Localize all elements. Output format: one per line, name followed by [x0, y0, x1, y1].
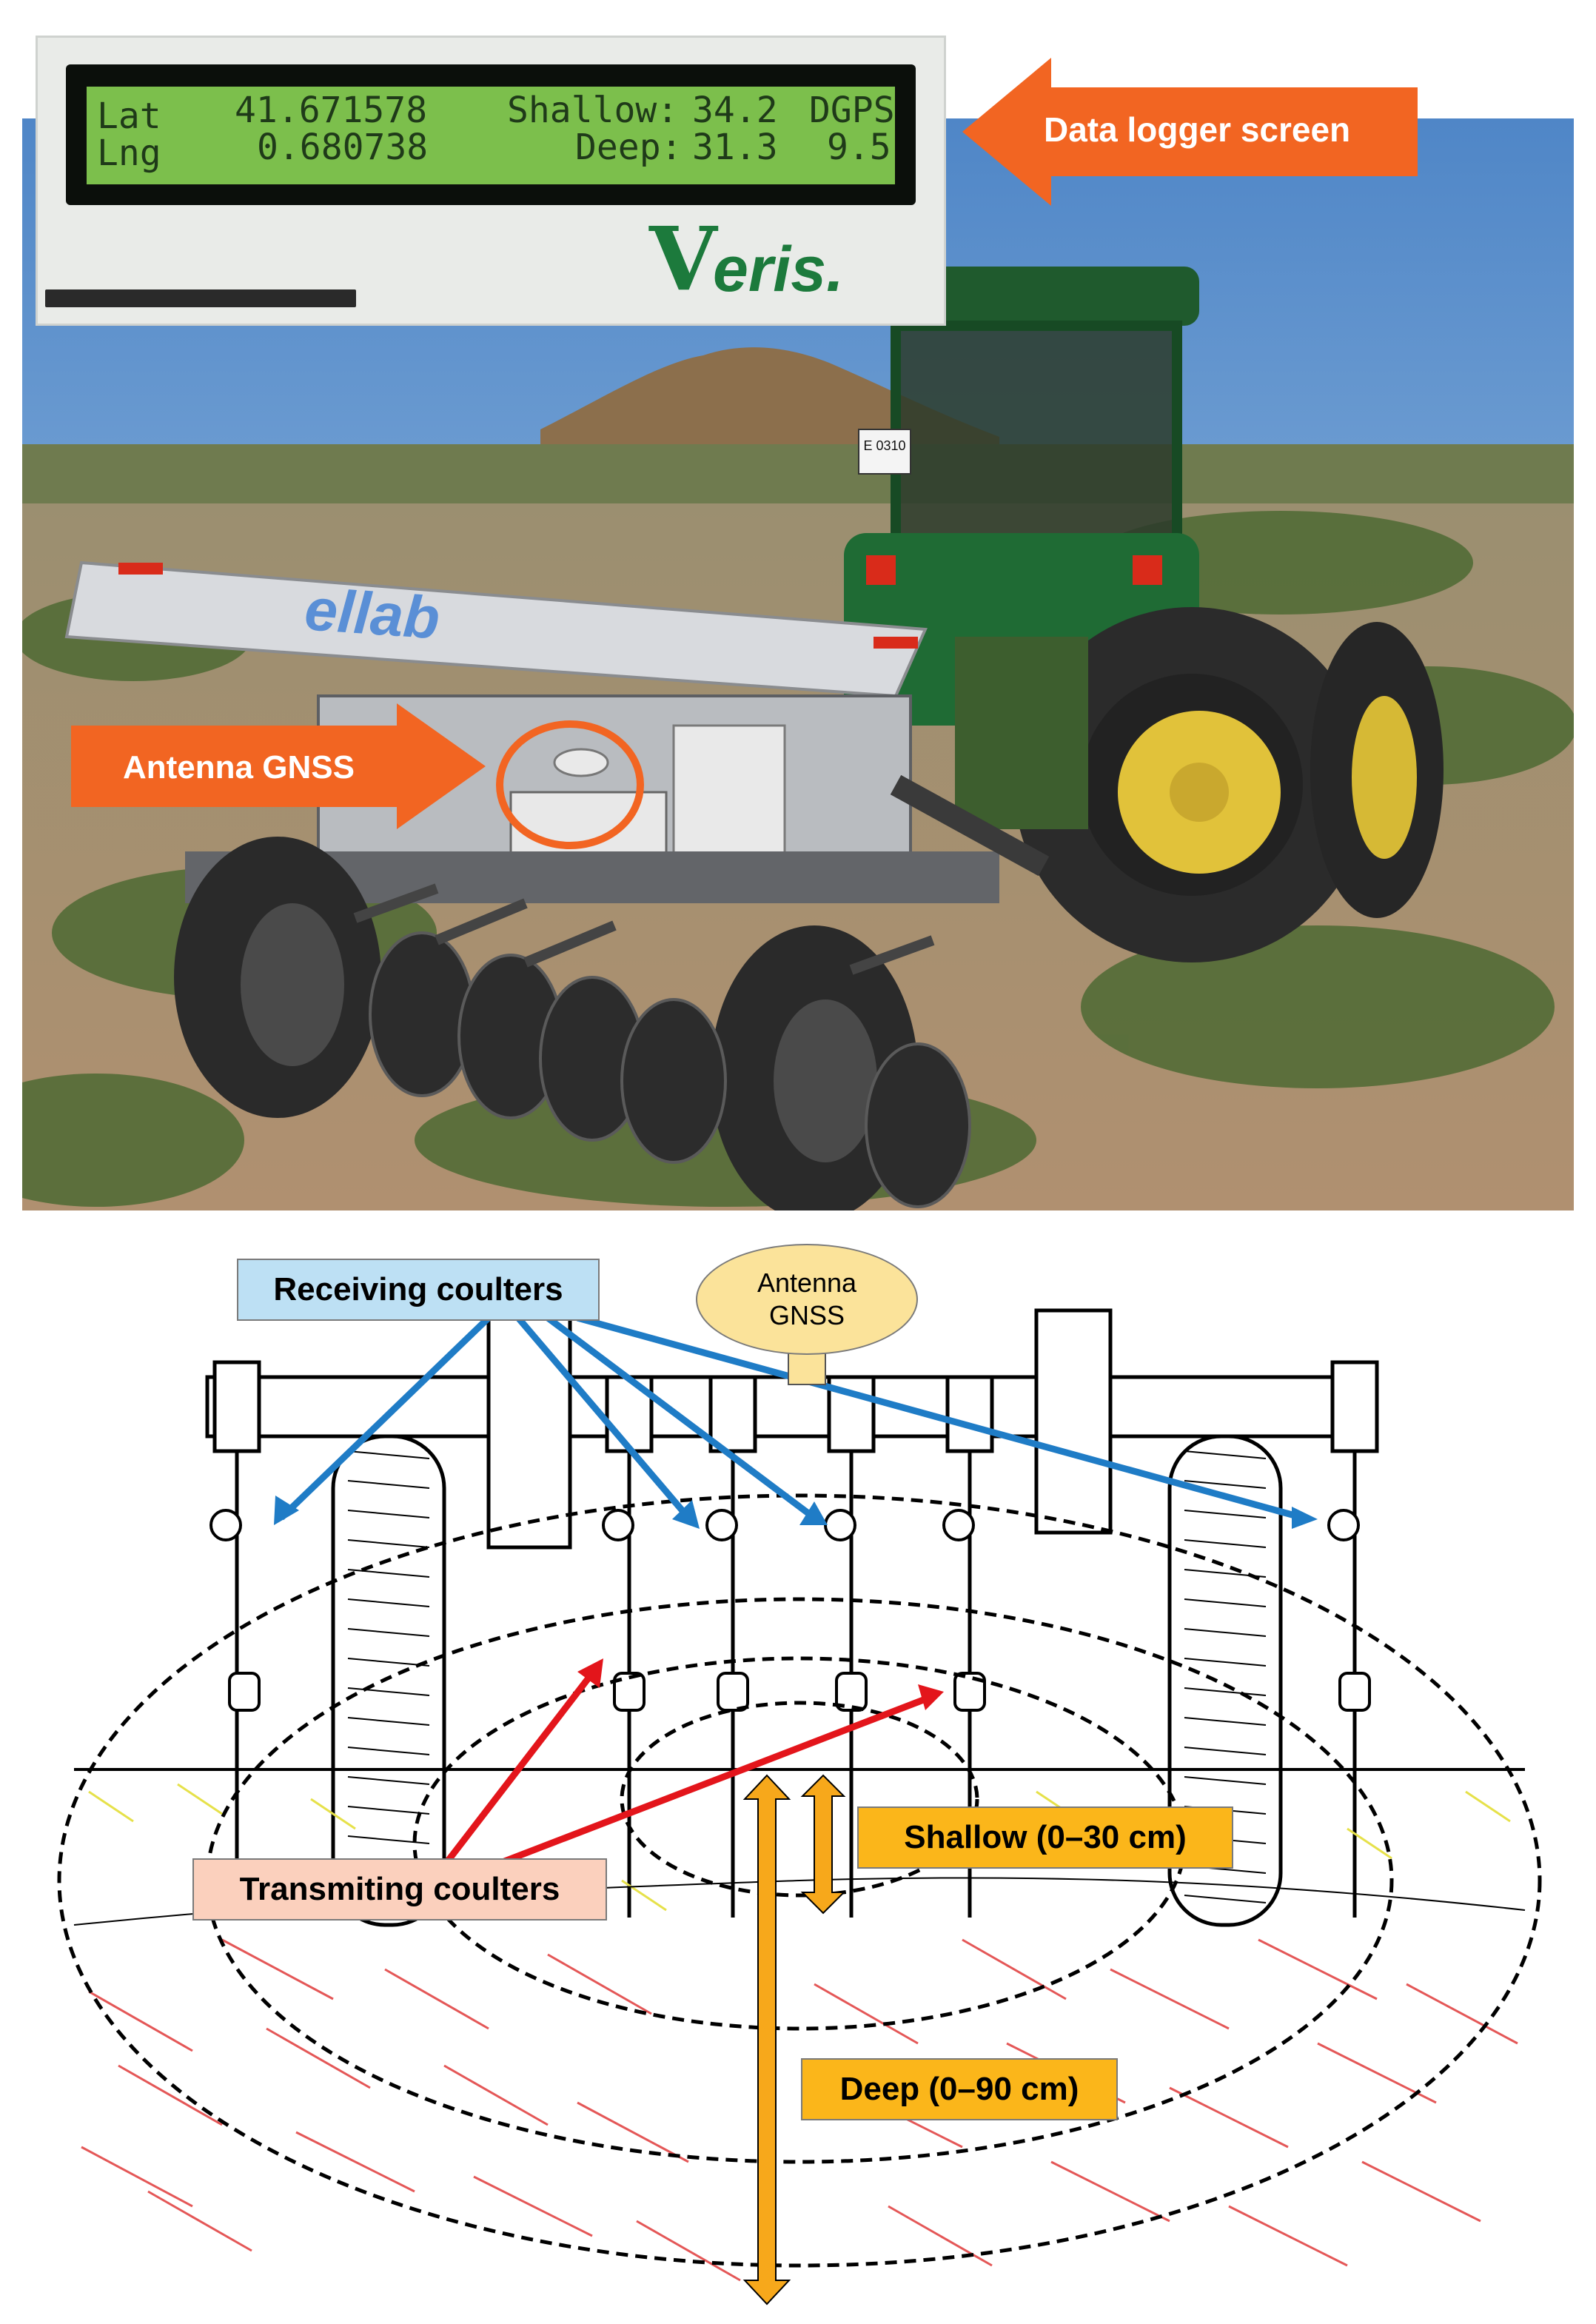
lng-value: 0.680738: [257, 127, 429, 168]
data-logger-callout: Data logger screen: [962, 58, 1429, 206]
lat-value: 41.671578: [235, 90, 428, 131]
left-arrow-icon: [962, 58, 1418, 206]
data-logger-screen: Lat 41.671578 Lng 0.680738 Shallow: 34.2…: [36, 36, 946, 326]
shallow-label: Shallow:: [507, 90, 679, 131]
coulter-diagram: Receiving coulters Antenna GNSS Transmit…: [0, 1214, 1596, 2324]
veris-implement: ellab: [64, 560, 1050, 1210]
lat-label: Lat: [97, 96, 161, 137]
deep-value: 31.3: [692, 127, 778, 168]
lng-label: Lng: [97, 133, 161, 174]
deep-label: Deep:: [575, 127, 683, 168]
receiving-coulters-label: Receiving coulters: [237, 1259, 600, 1321]
lcd-readout: Lat 41.671578 Lng 0.680738 Shallow: 34.2…: [87, 87, 895, 184]
right-arrow-icon: [71, 703, 486, 829]
deep-depth-label: Deep (0–90 cm): [801, 2058, 1118, 2120]
transmitting-coulters-label: Transmiting coulters: [192, 1858, 607, 1921]
antenna-callout: Antenna GNSS: [71, 703, 486, 829]
lcd-display: Lat 41.671578 Lng 0.680738 Shallow: 34.2…: [66, 64, 916, 205]
veris-logo: V eris.: [649, 215, 916, 304]
shallow-depth-label: Shallow (0–30 cm): [857, 1806, 1233, 1869]
field-photo: E 0310 ellab: [22, 118, 1574, 1210]
plate-text: E 0310: [863, 438, 905, 453]
antenna-highlight-circle: [496, 720, 644, 849]
data-logger-callout-label: Data logger screen: [1044, 110, 1351, 149]
antenna-gnss-label: Antenna GNSS: [696, 1244, 918, 1355]
logger-slot: [45, 289, 356, 307]
veris-logo-text: eris.: [713, 234, 844, 305]
shallow-value: 34.2: [692, 90, 778, 131]
antenna-callout-label: Antenna GNSS: [123, 749, 355, 786]
tractor: E 0310: [844, 267, 1444, 962]
implement-brand: ellab: [303, 576, 442, 652]
veris-logo-initial: V: [649, 207, 717, 310]
coulter-schematic: [57, 1301, 1542, 2305]
dgps-value: 9.5: [827, 127, 891, 168]
dgps-label: DGPS: [809, 90, 895, 131]
